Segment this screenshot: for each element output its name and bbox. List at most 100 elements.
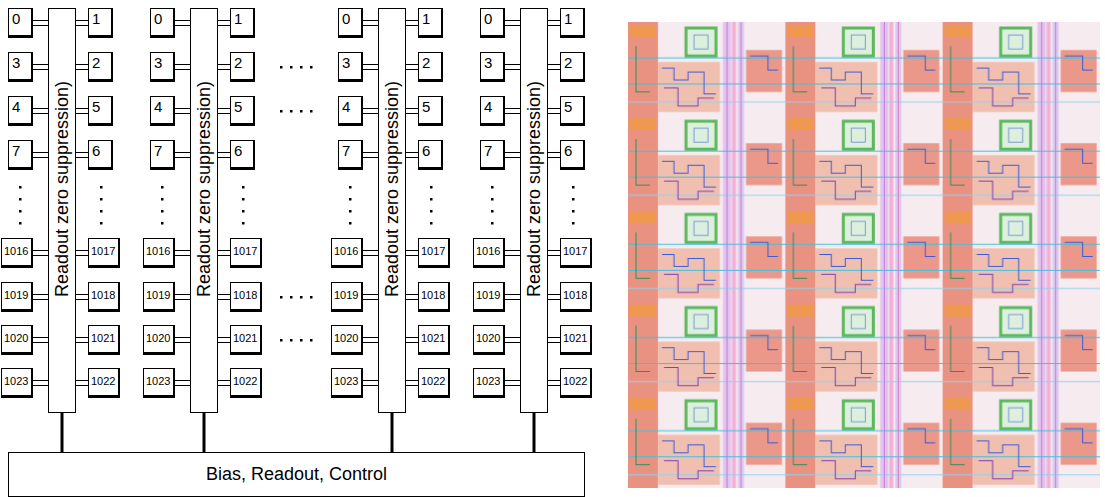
pixel-number: 3 xyxy=(154,54,162,72)
pixel-link xyxy=(548,295,560,300)
pixel-number: 1020 xyxy=(4,332,28,345)
pixel-link xyxy=(406,109,418,114)
pixel-cell: 1016 xyxy=(473,238,505,268)
column-bus xyxy=(533,413,536,452)
chip-layout-illustration xyxy=(628,22,1100,488)
pixel-number: 2 xyxy=(234,54,242,72)
pixel-link xyxy=(505,65,520,70)
pixel-number: 1023 xyxy=(334,375,358,388)
pixel-cell: 1018 xyxy=(418,282,450,312)
pixel-number: 2 xyxy=(564,54,572,72)
pixel-cell: 1023 xyxy=(1,368,33,398)
pixel-cell: 7 xyxy=(338,140,363,170)
pixel-link xyxy=(33,21,48,26)
pixel-cell: 7 xyxy=(8,140,33,170)
pixel-cell: 1 xyxy=(230,8,255,38)
pixel-link xyxy=(175,338,190,343)
pixel-number: 5 xyxy=(564,98,572,116)
pixel-cell: 6 xyxy=(560,140,585,170)
pixel-link xyxy=(406,295,418,300)
pixel-number: 1018 xyxy=(563,289,587,302)
pixel-cell: 1017 xyxy=(560,238,592,268)
pixel-number: 0 xyxy=(154,10,162,28)
pixel-cell: 5 xyxy=(88,96,113,126)
horizontal-dots xyxy=(280,66,313,342)
pixel-link xyxy=(218,338,230,343)
pixel-link xyxy=(33,65,48,70)
pixel-cell: 1020 xyxy=(331,325,363,355)
pixel-cell: 1020 xyxy=(473,325,505,355)
column-bus xyxy=(391,413,394,452)
pixel-number: 1021 xyxy=(233,332,257,345)
pixel-number: 1022 xyxy=(563,375,587,388)
column-label: Readout zero suppression) xyxy=(525,80,543,296)
pixel-cell: 6 xyxy=(88,140,113,170)
chip-tiles xyxy=(628,22,1100,488)
pixel-cell: 0 xyxy=(338,8,363,38)
pixel-cell: 3 xyxy=(338,52,363,82)
pixel-number: 2 xyxy=(422,54,430,72)
pixel-cell: 1021 xyxy=(560,325,592,355)
pixel-link xyxy=(363,295,378,300)
pixel-cell: 1020 xyxy=(1,325,33,355)
pixel-link xyxy=(175,381,190,386)
pixel-link xyxy=(406,153,418,158)
column-label: Readout zero suppression) xyxy=(53,80,71,296)
pixel-number: 1 xyxy=(564,10,572,28)
pixel-link xyxy=(505,338,520,343)
pixel-number: 1020 xyxy=(476,332,500,345)
pixel-number: 3 xyxy=(12,54,20,72)
pixel-cell: 1018 xyxy=(560,282,592,312)
pixel-link xyxy=(218,381,230,386)
pixel-number: 1021 xyxy=(421,332,445,345)
pixel-cell: 1018 xyxy=(230,282,262,312)
readout-column: Readout zero suppression) xyxy=(378,8,406,413)
pixel-cell: 5 xyxy=(560,96,585,126)
pixel-cell: 1023 xyxy=(143,368,175,398)
pixel-number: 1016 xyxy=(476,245,500,258)
pixel-number: 2 xyxy=(92,54,100,72)
pixel-link xyxy=(33,381,48,386)
pixel-cell: 1016 xyxy=(1,238,33,268)
pixel-link xyxy=(76,295,88,300)
pixel-number: 1016 xyxy=(4,245,28,258)
pixel-link xyxy=(76,21,88,26)
pixel-link xyxy=(363,65,378,70)
pixel-link xyxy=(33,295,48,300)
pixel-link xyxy=(76,338,88,343)
pixel-cell: 7 xyxy=(480,140,505,170)
pixel-cell: 3 xyxy=(150,52,175,82)
pixel-link xyxy=(33,153,48,158)
pixel-number: 6 xyxy=(564,142,572,160)
pixel-number: 1023 xyxy=(146,375,170,388)
pixel-cell: 1021 xyxy=(418,325,450,355)
pixel-link xyxy=(548,381,560,386)
pixel-number: 5 xyxy=(422,98,430,116)
pixel-number: 1 xyxy=(92,10,100,28)
pixel-number: 7 xyxy=(12,142,20,160)
pixel-cell: 1023 xyxy=(331,368,363,398)
pixel-cell: 1019 xyxy=(143,282,175,312)
pixel-number: 1017 xyxy=(563,245,587,258)
column-label: Readout zero suppression) xyxy=(383,80,401,296)
pixel-number: 4 xyxy=(484,98,492,116)
pixel-link xyxy=(548,109,560,114)
readout-column: Readout zero suppression) xyxy=(520,8,548,413)
pixel-number: 6 xyxy=(234,142,242,160)
pixel-cell: 2 xyxy=(88,52,113,82)
pixel-cell: 7 xyxy=(150,140,175,170)
pixel-cell: 1019 xyxy=(331,282,363,312)
pixel-link xyxy=(76,109,88,114)
pixel-cell: 1016 xyxy=(331,238,363,268)
pixel-number: 6 xyxy=(422,142,430,160)
readout-column: Readout zero suppression) xyxy=(48,8,76,413)
pixel-number: 6 xyxy=(92,142,100,160)
pixel-link xyxy=(406,381,418,386)
pixel-cell: 1023 xyxy=(473,368,505,398)
pixel-number: 5 xyxy=(234,98,242,116)
pixel-number: 4 xyxy=(12,98,20,116)
pixel-cell: 1017 xyxy=(418,238,450,268)
pixel-cell: 6 xyxy=(230,140,255,170)
pixel-link xyxy=(218,65,230,70)
